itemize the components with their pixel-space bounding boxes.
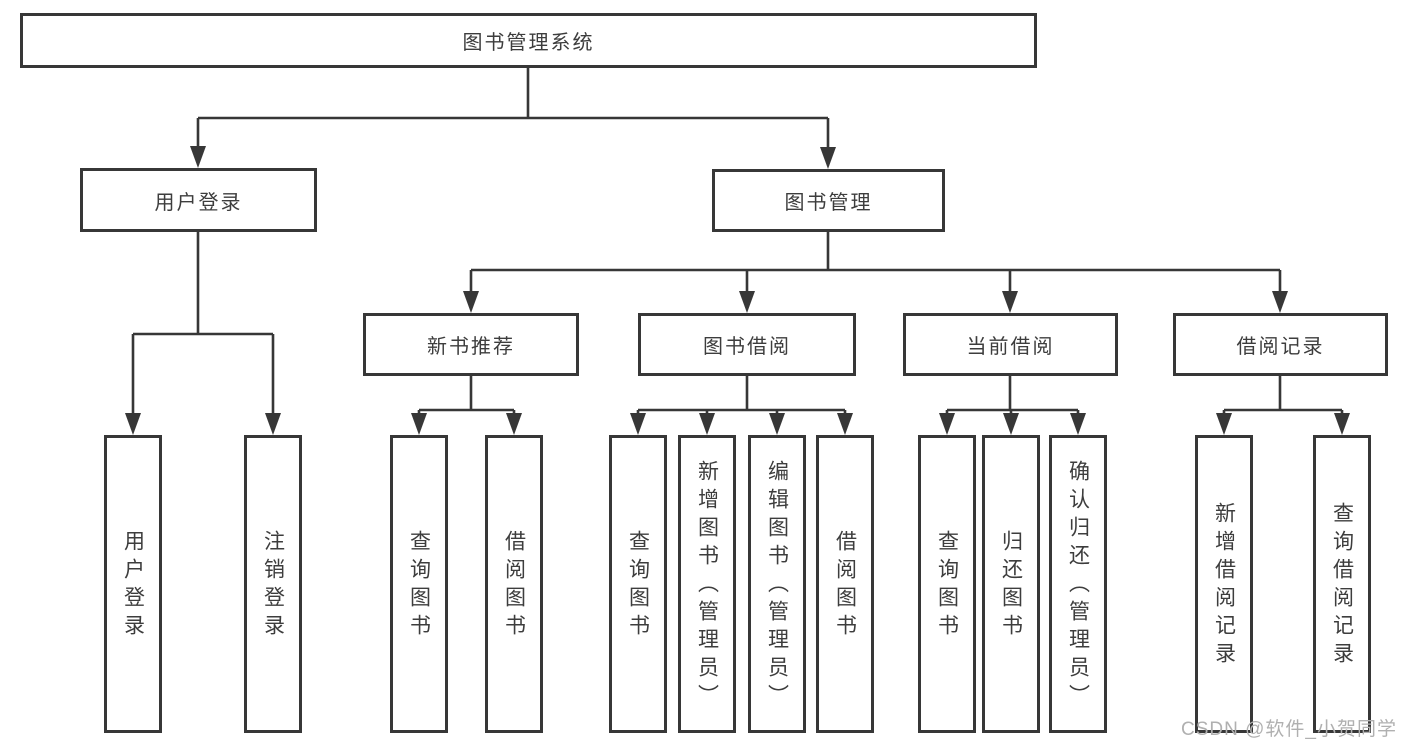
connector-root-to-level1 <box>190 68 836 169</box>
node-book-management: 图书管理 <box>712 169 945 232</box>
csdn-watermark: CSDN @软件_小贺同学 <box>1181 719 1397 740</box>
connector-book-mgmt-to-level2 <box>463 232 1288 313</box>
node-leaf-user-login: 用户登录 <box>104 435 162 733</box>
node-leaf-current-query-books: 查询图书 <box>918 435 976 733</box>
node-borrowing-records: 借阅记录 <box>1173 313 1388 376</box>
connector-current-to-leaves <box>939 376 1086 435</box>
node-library-management-system: 图书管理系统 <box>20 13 1037 68</box>
node-leaf-query-borrow-record: 查询借阅记录 <box>1313 435 1371 733</box>
node-current-borrowing: 当前借阅 <box>903 313 1118 376</box>
node-book-borrowing: 图书借阅 <box>638 313 856 376</box>
connector-rec-to-leaves <box>411 376 522 435</box>
node-leaf-add-borrow-record: 新增借阅记录 <box>1195 435 1253 733</box>
node-leaf-edit-books-admin: 编辑图书（管理员） <box>748 435 806 733</box>
node-leaf-rec-query-books: 查询图书 <box>390 435 448 733</box>
node-leaf-return-books: 归还图书 <box>982 435 1040 733</box>
node-leaf-rec-borrow-books: 借阅图书 <box>485 435 543 733</box>
node-leaf-add-books-admin: 新增图书（管理员） <box>678 435 736 733</box>
connector-records-to-leaves <box>1216 376 1350 435</box>
node-leaf-borrow-books: 借阅图书 <box>816 435 874 733</box>
node-leaf-borrow-query-books: 查询图书 <box>609 435 667 733</box>
connector-borrow-to-leaves <box>630 376 853 435</box>
node-leaf-confirm-return-admin: 确认归还（管理员） <box>1049 435 1107 733</box>
node-leaf-logout: 注销登录 <box>244 435 302 733</box>
node-new-book-recommendation: 新书推荐 <box>363 313 579 376</box>
connector-user-login-to-leaves <box>125 232 281 435</box>
node-user-login: 用户登录 <box>80 168 317 232</box>
